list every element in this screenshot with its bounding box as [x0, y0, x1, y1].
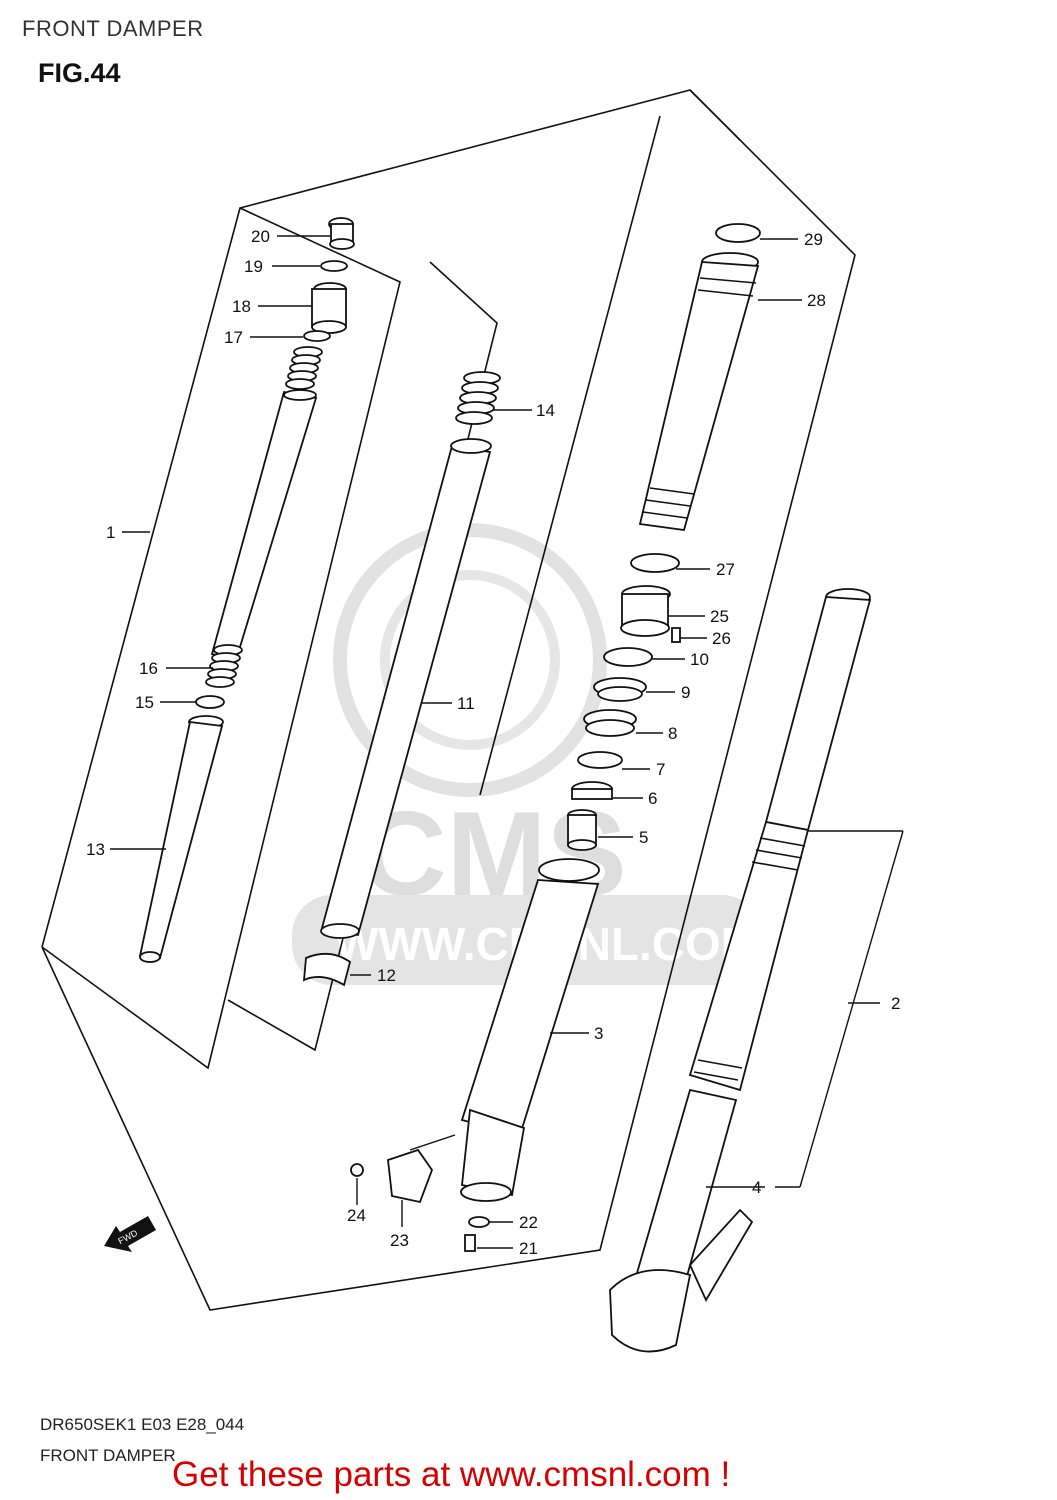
part-number: 6: [648, 789, 657, 808]
outer-tube: [460, 858, 600, 1202]
dust-seal: [593, 677, 647, 702]
guide-bushing: [302, 952, 352, 987]
part-number: 27: [716, 560, 735, 579]
part-number: 4: [752, 1178, 761, 1197]
boot-clamp-lower: [630, 553, 680, 573]
part-number: 1: [106, 523, 115, 542]
part-number: 17: [224, 328, 243, 347]
rebound-spring: [205, 644, 243, 688]
axle-nut: [350, 1163, 364, 1177]
oil-lock-piece: [138, 715, 224, 963]
ring: [195, 695, 225, 709]
leader-lines: [110, 235, 904, 1249]
washer: [303, 330, 331, 342]
part-number: 3: [594, 1024, 603, 1043]
part-number: 23: [390, 1231, 409, 1250]
part-number: 11: [457, 694, 475, 713]
fork-assembly: [609, 588, 872, 1353]
oil-seal: [583, 709, 637, 737]
boot-clamp-upper: [715, 223, 761, 243]
axle-holder: [387, 1148, 434, 1204]
damper-rod: [210, 389, 318, 662]
fwd-arrow-icon: FWD: [104, 1216, 156, 1252]
part-number: 29: [804, 230, 823, 249]
part-number: 15: [135, 693, 154, 712]
part-number: 2: [891, 994, 900, 1013]
model-code: DR650SEK1 E03 E28_044: [40, 1415, 245, 1434]
footer-title: FRONT DAMPER: [40, 1446, 176, 1465]
part-number: 5: [639, 828, 648, 847]
part-number: 22: [519, 1213, 538, 1232]
part-number: 21: [519, 1239, 538, 1258]
part-number: 8: [668, 724, 677, 743]
part-number: 24: [347, 1206, 366, 1225]
oil-seal-washer: [577, 751, 623, 769]
part-number: 7: [656, 760, 665, 779]
part-number: 25: [710, 607, 729, 626]
o-ring: [320, 260, 348, 272]
part-number: 9: [681, 683, 690, 702]
spring-upper: [285, 346, 323, 390]
part-number: 18: [232, 297, 251, 316]
part-number: 20: [251, 227, 270, 246]
figure-label: FIG.44: [38, 58, 121, 88]
spacer: [311, 282, 347, 334]
fork-boot: [638, 252, 760, 531]
part-numbers: 20 19 18 17 1 16 15 13 14 11 12 29 28 27…: [86, 227, 900, 1258]
screw: [671, 627, 681, 643]
stopper-ring: [603, 647, 653, 667]
drain-washer: [468, 1216, 490, 1228]
part-number: 13: [86, 840, 105, 859]
part-number: 28: [807, 291, 826, 310]
buy-parts-link[interactable]: Get these parts at www.cmsnl.com !: [172, 1455, 731, 1494]
part-number: 16: [139, 659, 158, 678]
part-number: 19: [244, 257, 263, 276]
part-number: 14: [536, 401, 555, 420]
guide-metal: [567, 809, 597, 851]
page-title: FRONT DAMPER: [22, 16, 204, 41]
drain-bolt: [464, 1234, 476, 1252]
fork-spring-upper: [455, 371, 501, 425]
slide-bushing: [571, 781, 613, 800]
part-number: 12: [377, 966, 396, 985]
fork-cap: [328, 217, 355, 250]
part-number: 26: [712, 629, 731, 648]
part-number: 10: [690, 650, 709, 669]
inner-tube: [320, 438, 492, 939]
boot-guide: [620, 585, 671, 637]
